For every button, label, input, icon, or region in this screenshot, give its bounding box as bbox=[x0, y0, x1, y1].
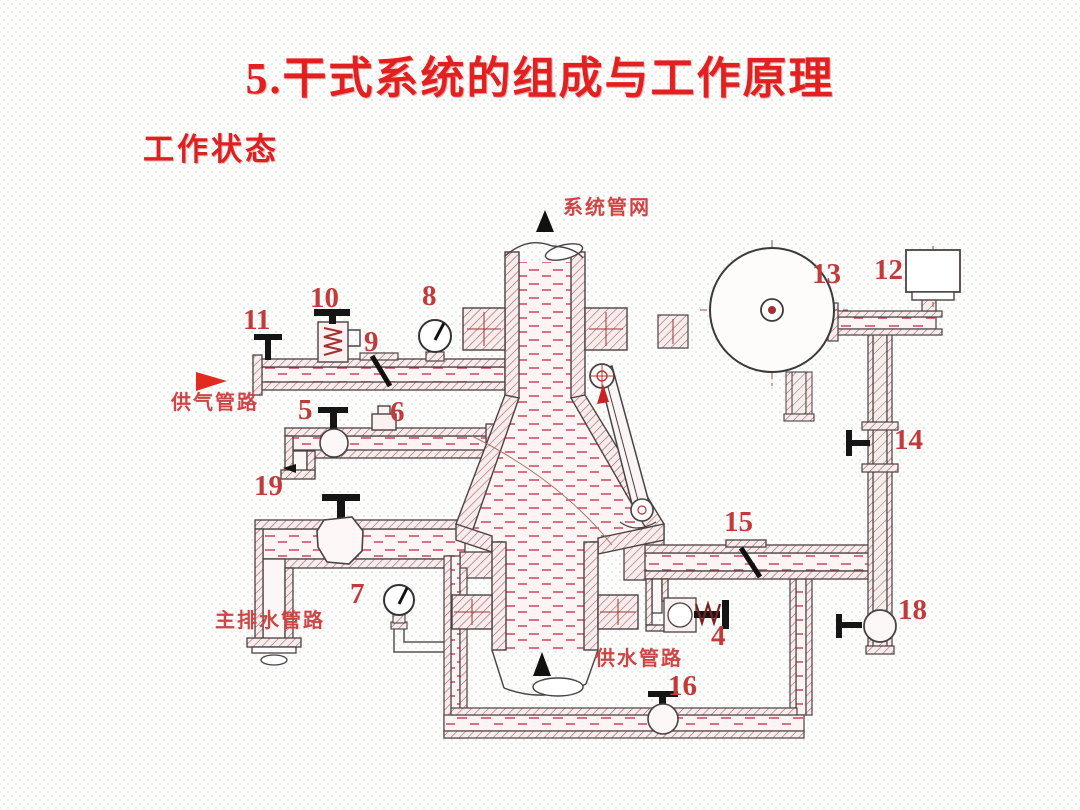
label-air-supply-line: 供气管路 bbox=[171, 392, 259, 414]
part-label-6: 6 bbox=[390, 396, 405, 428]
page-title: 5.干式系统的组成与工作原理 bbox=[245, 54, 835, 103]
part-label-9: 9 bbox=[364, 326, 379, 358]
part-label-4: 4 bbox=[711, 620, 726, 652]
valve-16 bbox=[647, 691, 679, 735]
main-drain-pipe bbox=[246, 519, 507, 666]
part-label-5: 5 bbox=[298, 394, 313, 426]
subtitle-working-state: 工作状态 bbox=[143, 132, 279, 167]
part-label-12: 12 bbox=[874, 254, 903, 286]
part-label-13: 13 bbox=[812, 258, 841, 290]
valve-9 bbox=[359, 352, 399, 388]
right-vertical-pipe bbox=[861, 332, 899, 655]
valve-14 bbox=[846, 430, 870, 456]
valve-11 bbox=[254, 334, 282, 360]
air-flow-arrow bbox=[196, 372, 227, 391]
valve-5 bbox=[318, 407, 349, 458]
part-label-8: 8 bbox=[422, 280, 437, 312]
flow-arrow-up-top bbox=[536, 210, 554, 232]
part-label-16: 16 bbox=[668, 670, 697, 702]
fitting-6 bbox=[371, 405, 397, 431]
part-label-18: 18 bbox=[898, 594, 927, 626]
valve-18 bbox=[836, 609, 897, 643]
drain-valve-19 bbox=[316, 494, 364, 565]
blind-flange-stub bbox=[657, 314, 689, 349]
part-label-14: 14 bbox=[894, 424, 923, 456]
flow-arrow-up-bottom bbox=[533, 652, 551, 676]
pressure-gauge-7 bbox=[383, 584, 447, 653]
accelerator-4 bbox=[645, 578, 729, 633]
pressure-switch-12 bbox=[905, 246, 961, 310]
alarm-test-line bbox=[827, 295, 943, 342]
clapper bbox=[589, 363, 657, 529]
part-label-19: 19 bbox=[254, 470, 283, 502]
part-label-11: 11 bbox=[243, 304, 271, 336]
alarm-gong-13 bbox=[700, 240, 848, 422]
valve-interior-fluid bbox=[472, 262, 648, 650]
part-label-10: 10 bbox=[310, 282, 339, 314]
label-main-drain-line: 主排水管路 bbox=[215, 610, 325, 632]
label-system-pipe-network: 系统管网 bbox=[563, 197, 651, 219]
pressure-gauge-8 bbox=[418, 319, 452, 362]
clapper-motion-arrow bbox=[597, 384, 609, 404]
bottom-loop bbox=[443, 555, 813, 739]
branch-line-5-6 bbox=[280, 423, 503, 480]
label-water-supply-line: 供水管路 bbox=[595, 648, 683, 670]
part-label-15: 15 bbox=[724, 506, 753, 538]
air-supply-pipe bbox=[252, 354, 506, 396]
pressure-regulator-10 bbox=[314, 309, 361, 363]
part-label-7: 7 bbox=[350, 578, 365, 610]
